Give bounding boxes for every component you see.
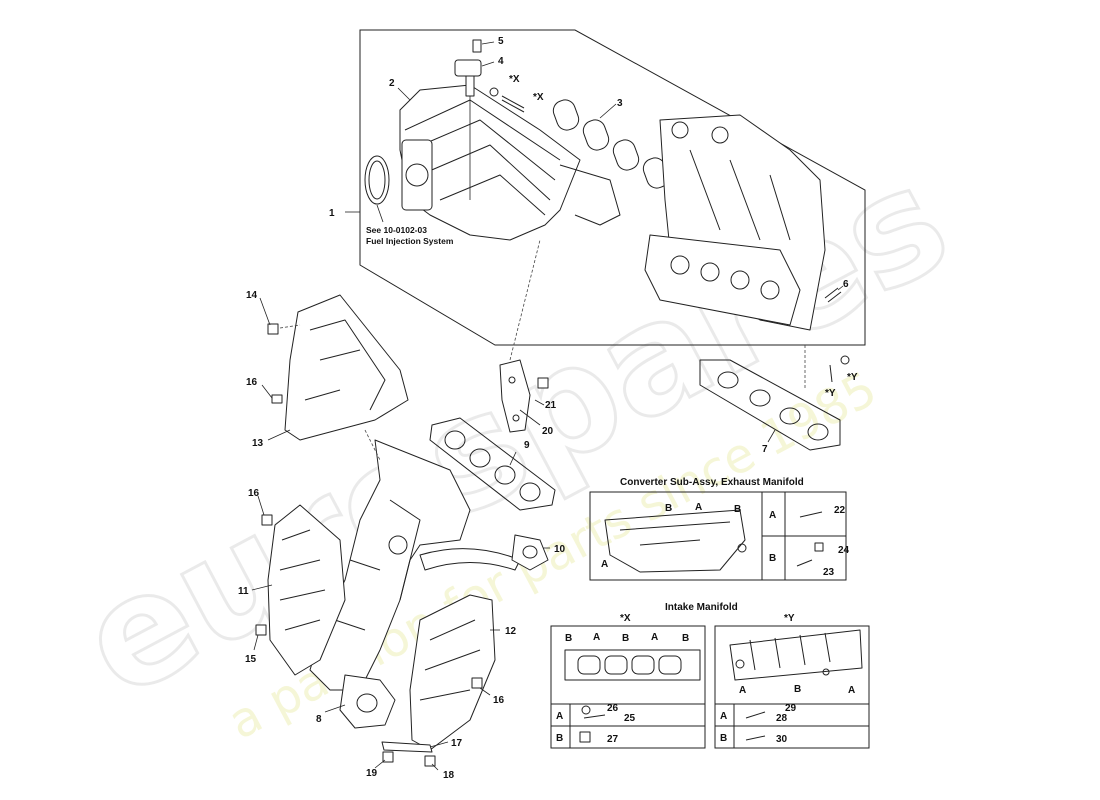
label-6: 6 [843,279,849,290]
x-row-a-key: A [556,711,563,722]
label-18: 18 [443,770,455,781]
label-y2: *Y [825,388,836,399]
reference-note-line1: See 10-0102-03 [366,225,427,235]
label-8: 8 [316,714,322,725]
y-panel-letter-2: B [794,684,801,695]
label-y1: *Y [847,372,858,383]
intake-assembly-frame [359,29,866,346]
label-3: 3 [617,98,623,109]
x-row-b-part-1: 27 [607,734,619,745]
label-x2: *X [533,92,544,103]
exhaust-manifold-converter [309,429,521,729]
intake-sensor [454,39,495,200]
label-13: 13 [252,438,264,449]
intake-detail-box: Intake Manifold *X B A B A B A B 26 25 2… [550,602,870,749]
x-row-b-key: B [556,733,563,744]
leader-lines [251,87,844,771]
label-19: 19 [366,768,378,779]
throttle-gasket [364,155,390,223]
x-panel-letter-5: B [682,633,689,644]
x-panel-tag: *X [620,613,631,624]
intake-box-title: Intake Manifold [665,602,738,613]
converter-letter-1: B [665,503,672,514]
lower-heat-shield [409,594,496,751]
label-17: 17 [451,738,463,749]
x-panel-letter-2: A [593,632,600,643]
label-16a: 16 [246,377,258,388]
x-panel-letter-4: A [651,632,658,643]
stud-y [804,345,850,390]
stud-x [489,87,525,113]
part-labels: 1 2 3 4 5 6 7 8 9 10 11 12 13 14 15 16 1… [238,36,858,781]
label-9: 9 [524,440,530,451]
converter-row-a-part-1: 22 [834,505,846,516]
y-panel-tag: *Y [784,613,795,624]
x-panel-letter-1: B [565,633,572,644]
exhaust-gasket [429,417,556,511]
x-row-a-part-1: 26 [607,703,619,714]
intake-gasket [552,99,670,189]
exhaust-flange [511,534,549,571]
label-4: 4 [498,56,504,67]
x-panel-letter-3: B [622,633,629,644]
label-7: 7 [762,444,768,455]
converter-box-title: Converter Sub-Assy, Exhaust Manifold [620,477,804,488]
manifold-bracket [499,239,549,433]
label-20: 20 [542,426,554,437]
label-12: 12 [505,626,517,637]
label-5: 5 [498,36,504,47]
exhaust-stay [381,741,436,767]
label-16c: 16 [493,695,505,706]
converter-letter-3: B [734,504,741,515]
label-16b: 16 [248,488,260,499]
label-2: 2 [389,78,395,89]
reference-note-line2: Fuel Injection System [366,236,454,246]
y-row-b-key: B [720,733,727,744]
y-row-b-part-1: 30 [776,734,788,745]
y-row-a-key: A [720,711,727,722]
y-panel-letter-3: A [848,685,855,696]
label-1: 1 [329,208,335,219]
label-11: 11 [238,586,249,597]
converter-row-b-key: B [769,553,776,564]
x-row-a-part-2: 25 [624,713,636,724]
label-14: 14 [246,290,258,301]
intake-manifold [399,84,621,241]
label-x1: *X [509,74,520,85]
converter-detail-box: Converter Sub-Assy, Exhaust Manifold B A… [589,477,850,581]
converter-letter-4: A [601,559,608,570]
converter-row-b-part-2: 23 [823,567,835,578]
stud-6 [824,287,842,303]
intake-plenum [644,114,826,331]
label-15: 15 [245,654,257,665]
converter-row-b-part-1: 24 [838,545,850,556]
converter-letter-2: A [695,502,702,513]
upper-heat-shield [267,294,409,441]
label-10: 10 [554,544,566,555]
left-heat-shield [255,504,346,676]
y-row-a-part-2: 28 [776,713,788,724]
converter-row-a-key: A [769,510,776,521]
y-panel-letter-1: A [739,685,746,696]
label-21: 21 [545,400,557,411]
y-row-a-part-1: 29 [785,703,797,714]
lower-gasket [699,359,841,451]
